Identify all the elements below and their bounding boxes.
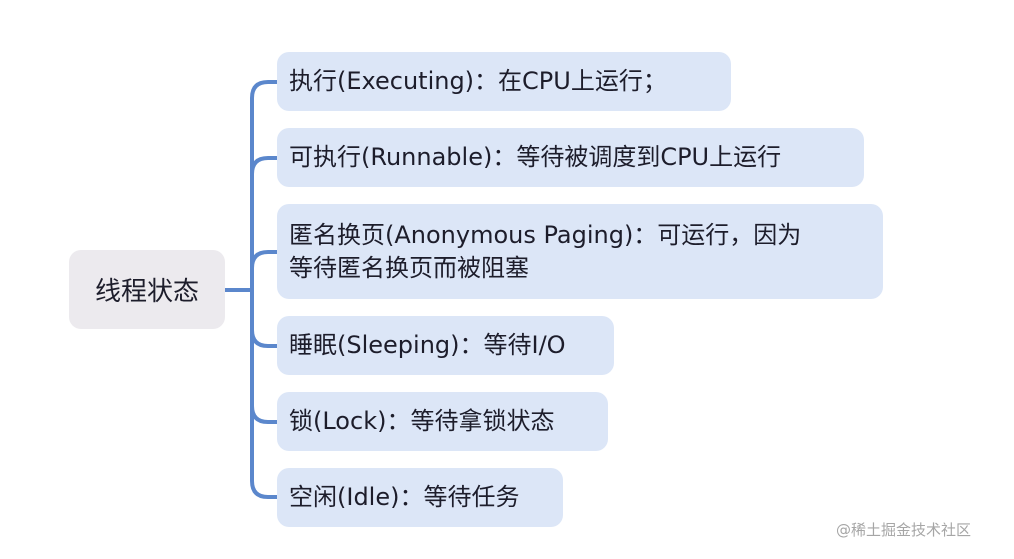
node-label: 可执行(Runnable)：等待被调度到CPU上运行 — [289, 143, 782, 171]
node-label: 执行(Executing)：在CPU上运行； — [289, 67, 667, 95]
watermark: @稀土掘金技术社区 — [836, 521, 972, 539]
node-lock[interactable]: 锁(Lock)：等待拿锁状态 — [277, 392, 608, 451]
node-sleeping[interactable]: 睡眠(Sleeping)：等待I/O — [277, 316, 614, 375]
node-anonymous-paging[interactable]: 匿名换页(Anonymous Paging)：可运行，因为 等待匿名换页而被阻塞 — [277, 204, 883, 299]
node-executing[interactable]: 执行(Executing)：在CPU上运行； — [277, 52, 731, 111]
node-runnable[interactable]: 可执行(Runnable)：等待被调度到CPU上运行 — [277, 128, 864, 187]
node-label-line-2: 等待匿名换页而被阻塞 — [289, 253, 529, 282]
node-label: 空闲(Idle)：等待任务 — [289, 483, 520, 511]
node-label: 锁(Lock)：等待拿锁状态 — [289, 407, 555, 435]
root-node-label: 线程状态 — [94, 277, 199, 307]
root-node[interactable]: 线程状态 — [69, 250, 225, 329]
node-idle[interactable]: 空闲(Idle)：等待任务 — [277, 468, 563, 527]
node-label: 睡眠(Sleeping)：等待I/O — [289, 331, 566, 359]
node-label-line-1: 匿名换页(Anonymous Paging)：可运行，因为 — [289, 220, 802, 249]
